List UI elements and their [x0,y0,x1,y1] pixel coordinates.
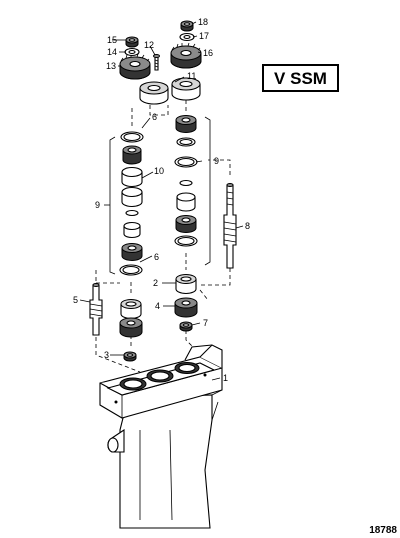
callout-16: 16 [203,48,213,58]
callout-4: 4 [155,301,160,311]
right-stack-parts [174,115,198,247]
callout-17: 17 [199,31,209,41]
callout-6-lower: 6 [154,252,159,262]
callout-6-upper: 6 [152,112,157,122]
model-badge: V SSM [262,64,339,92]
part-12-screw [153,54,160,71]
assembly-dashed-lines [95,100,231,373]
part-17-washer-right [179,32,195,42]
callout-numbers: 1 2 3 4 5 6 6 7 8 9 9 10 11 12 13 14 15 … [73,17,250,383]
callout-8: 8 [245,221,250,231]
callout-3: 3 [104,350,109,360]
callout-5: 5 [73,295,78,305]
part-14-washer-left [124,47,140,57]
part-4-pinion-gear [174,297,198,318]
callout-1: 1 [223,373,228,383]
callout-18: 18 [198,17,208,27]
part-11-bearing-pair [139,77,201,105]
callout-10: 10 [154,166,164,176]
callout-14: 14 [107,47,117,57]
callout-2: 2 [153,278,158,288]
part-16-gear-right [170,42,202,69]
part-18-nut-right [180,20,194,32]
leader-lines [79,21,244,381]
callout-9-left: 9 [95,200,100,210]
model-badge-label: V SSM [274,69,327,88]
part-15-nut-left [125,36,139,48]
part-8-drive-shaft [223,183,237,269]
part-2-bearing-cup [175,274,197,295]
callout-9-right: 9 [214,156,219,166]
callout-7: 7 [203,318,208,328]
figure-reference-number: 18788 [369,525,397,536]
part-13-gear-left [119,53,151,80]
lower-left-gear [119,317,143,338]
bracket-right-9 [204,116,211,266]
callout-11: 11 [187,71,196,81]
part-1-gear-housing [99,344,223,529]
callout-12: 12 [144,40,154,50]
bracket-left-9 [109,136,116,275]
part-7-nut [179,321,193,332]
callout-13: 13 [106,61,116,71]
left-stack-parts [119,131,144,276]
lower-left-bearing [120,299,142,320]
part-3-nut [123,351,137,362]
part-5-drive-shaft [89,283,103,336]
callout-15: 15 [107,35,117,45]
